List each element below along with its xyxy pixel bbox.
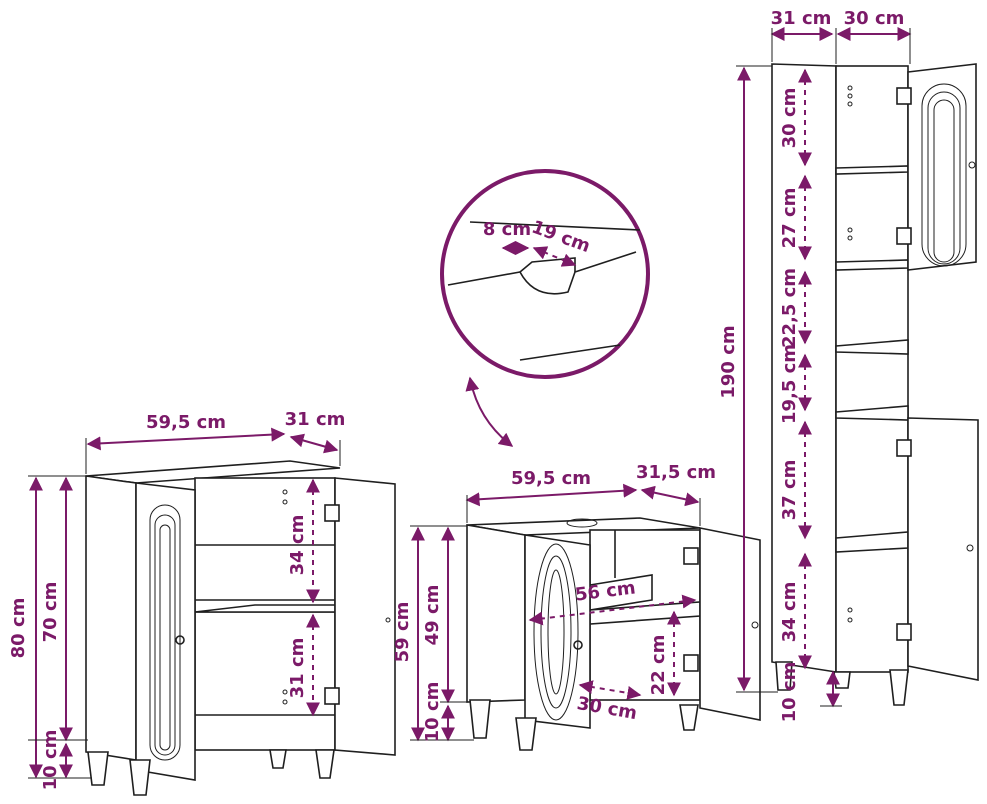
detail-cutout-depth-label: 8 cm	[483, 219, 531, 240]
right-leg-height-label: 10 cm	[779, 662, 800, 723]
left-width-label: 59,5 cm	[146, 412, 226, 433]
left-dimensions: 59,5 cm 31 cm 80 cm 70 cm 10 cm 34 cm 31…	[8, 409, 345, 790]
middle-shelf-height-label: 22 cm	[648, 635, 669, 696]
right-tall-cabinet	[771, 63, 979, 706]
middle-leg-height-label: 10 cm	[422, 682, 443, 743]
right-compartment-4-label: 19,5 cm	[779, 344, 800, 424]
left-leg-height-label: 10 cm	[40, 730, 61, 791]
right-depth-label: 31 cm	[771, 8, 832, 29]
middle-total-height-label: 59 cm	[392, 602, 413, 663]
left-upper-compartment-label: 34 cm	[287, 515, 308, 576]
middle-body-height-label: 49 cm	[422, 585, 443, 646]
right-compartment-3-label: 22,5 cm	[779, 268, 800, 348]
middle-depth-label: 31,5 cm	[636, 462, 716, 483]
right-dimensions: 31 cm 30 cm 190 cm 30 cm 27 cm 22,5 cm 1…	[718, 8, 912, 723]
detail-circle: 8 cm 19 cm	[440, 169, 650, 447]
left-total-height-label: 80 cm	[8, 598, 29, 659]
right-compartment-1-label: 30 cm	[779, 88, 800, 149]
right-compartment-2-label: 27 cm	[779, 188, 800, 249]
left-cabinet	[85, 460, 396, 796]
right-compartment-6-label: 34 cm	[779, 582, 800, 643]
left-body-height-label: 70 cm	[40, 582, 61, 643]
left-lower-compartment-label: 31 cm	[287, 638, 308, 699]
right-compartment-5-label: 37 cm	[779, 460, 800, 521]
left-depth-label: 31 cm	[285, 409, 346, 430]
middle-width-label: 59,5 cm	[511, 468, 591, 489]
right-total-height-label: 190 cm	[718, 325, 739, 398]
right-width-label: 30 cm	[844, 8, 905, 29]
